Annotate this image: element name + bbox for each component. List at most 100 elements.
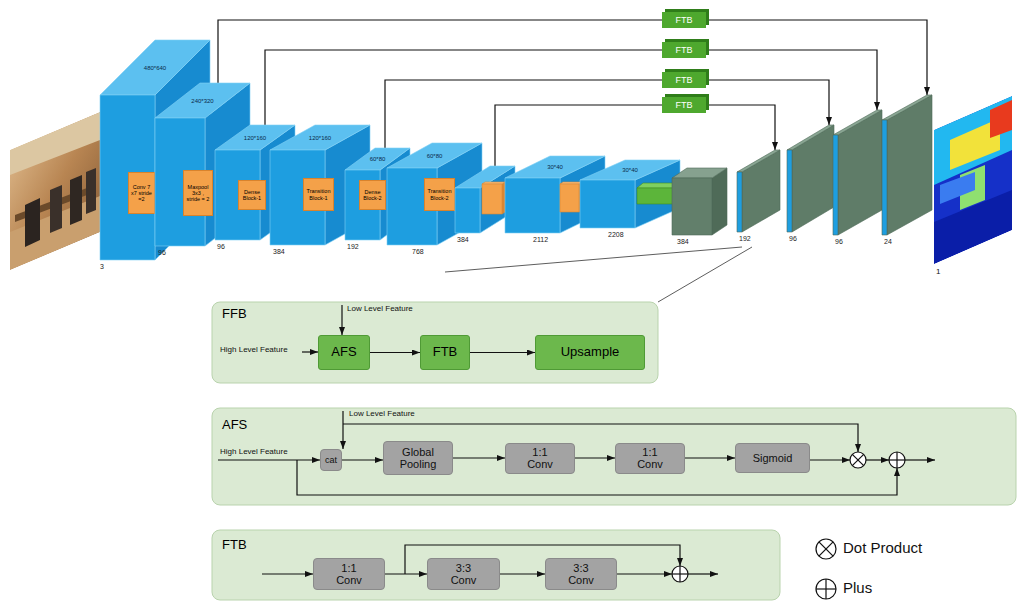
operator-stroke	[679, 566, 680, 582]
layer-box: Maxpool 3x3 , stride = 2	[183, 170, 213, 216]
image-chair	[86, 168, 96, 214]
block-top	[100, 40, 210, 95]
connector	[500, 573, 545, 574]
dot-product-symbol	[850, 452, 866, 468]
box-text: 3:3 Conv	[566, 562, 596, 587]
feature-wire	[262, 573, 313, 574]
block-shape	[833, 110, 882, 235]
box-text: AFS	[331, 345, 356, 360]
channel-count: 24	[884, 238, 892, 245]
block-shape	[737, 150, 780, 232]
panel-ground	[212, 302, 658, 383]
connector	[470, 352, 535, 353]
ftb-block: FTB	[662, 12, 706, 28]
operation-box: cat	[320, 449, 342, 471]
operation-box: 1:1 Conv	[313, 558, 385, 590]
operator-stroke	[819, 542, 833, 556]
feature-block: 96	[787, 125, 834, 232]
feature-wire	[810, 459, 850, 460]
channel-count: 96	[217, 243, 225, 250]
operator-circle	[816, 579, 836, 599]
feature-label: Low Level Feature	[349, 410, 415, 419]
operator-stroke	[825, 579, 826, 599]
feature-wire	[218, 459, 320, 460]
operation-box: 3:3 Conv	[545, 558, 617, 590]
feature-label: High Level Feature	[220, 346, 288, 355]
operation-box: 3:3 Conv	[427, 558, 500, 590]
plus-symbol	[889, 452, 905, 468]
channel-count: 384	[273, 248, 285, 255]
dimension-label: 30*40	[547, 164, 563, 170]
box-text: Conv 7 x7 stride =2	[130, 184, 153, 202]
module-panel: FTB 1:1 Conv 3:3 Conv 3:3 Conv	[212, 530, 780, 600]
depth-region	[934, 190, 1012, 264]
block-side	[792, 125, 834, 232]
ftb-block: FTB	[662, 97, 706, 113]
module-panel: FFBAFSFTBUpsample	[212, 302, 658, 383]
layer-box: Conv 7 x7 stride =2	[128, 172, 155, 214]
connector	[370, 352, 420, 353]
block-top	[482, 182, 505, 184]
operation-box: 1:1 Conv	[505, 443, 575, 474]
image-wall	[10, 112, 100, 175]
box-text: Global Pooling	[396, 446, 441, 471]
operation-box: 1:1 Conv	[615, 443, 685, 474]
operator-stroke	[819, 542, 833, 556]
operator-stroke	[896, 452, 897, 468]
module-box: AFS	[318, 335, 370, 370]
channel-count: 96	[835, 238, 843, 245]
operator-stroke	[852, 454, 863, 465]
box-text: 1:1 Conv	[525, 446, 555, 471]
box-text: FTB	[676, 15, 693, 25]
connector	[385, 573, 427, 574]
feature-wire	[342, 411, 343, 449]
panel-ground	[212, 530, 780, 600]
legend-text: Plus	[843, 580, 872, 597]
block-top	[155, 83, 250, 118]
feature-wire	[617, 573, 672, 574]
feature-wire	[341, 305, 342, 335]
box-text: Dense Block-2	[361, 189, 384, 201]
depth-ground	[934, 96, 1012, 264]
feature-label: High Level Feature	[220, 448, 288, 457]
dimension-label: 480*640	[144, 65, 166, 71]
block-front	[787, 150, 792, 232]
panel-title: FTB	[222, 538, 247, 553]
image-ground	[10, 112, 100, 270]
block-shape	[787, 125, 834, 232]
box-text: Transition Block-2	[426, 188, 453, 200]
depth-map	[934, 96, 1012, 264]
module-panel: AFS cat Global Pooling 1:1 Conv 1:1 Conv Sigm…	[212, 408, 1016, 505]
channel-count: 2208	[608, 231, 624, 238]
legend-plus-symbol	[816, 579, 836, 599]
ftb-block: FTB	[662, 72, 706, 88]
block-side	[712, 168, 727, 235]
box-text: cat	[325, 455, 337, 465]
operation-box: Sigmoid	[735, 443, 810, 473]
block-top	[672, 168, 727, 178]
operator-stroke	[852, 454, 863, 465]
block-front	[882, 120, 887, 235]
panel-title: AFS	[222, 418, 247, 433]
block-front	[672, 178, 712, 235]
box-text: FTB	[433, 345, 458, 360]
panel-ground	[212, 408, 1016, 505]
block-top	[882, 95, 932, 120]
box-text: FTB	[676, 100, 693, 110]
feature-block: 24	[882, 95, 932, 235]
legend-dot-product-symbol	[816, 539, 836, 559]
block-shape	[882, 95, 932, 235]
dimension-label: 60*80	[427, 153, 443, 159]
module-box: Upsample	[535, 335, 645, 370]
block-front	[833, 135, 838, 235]
channel-count: 384	[457, 236, 469, 243]
connector	[453, 457, 505, 458]
layer-box: Transition Block-1	[303, 178, 334, 211]
ftb-block: FTB	[662, 42, 706, 58]
block-front	[455, 188, 480, 233]
box-text: Maxpool 3x3 , stride = 2	[185, 184, 211, 202]
zoom-line	[658, 247, 752, 302]
channel-count: 3	[100, 263, 104, 270]
dimension-label: 240*320	[191, 98, 213, 104]
block-side	[502, 182, 505, 214]
